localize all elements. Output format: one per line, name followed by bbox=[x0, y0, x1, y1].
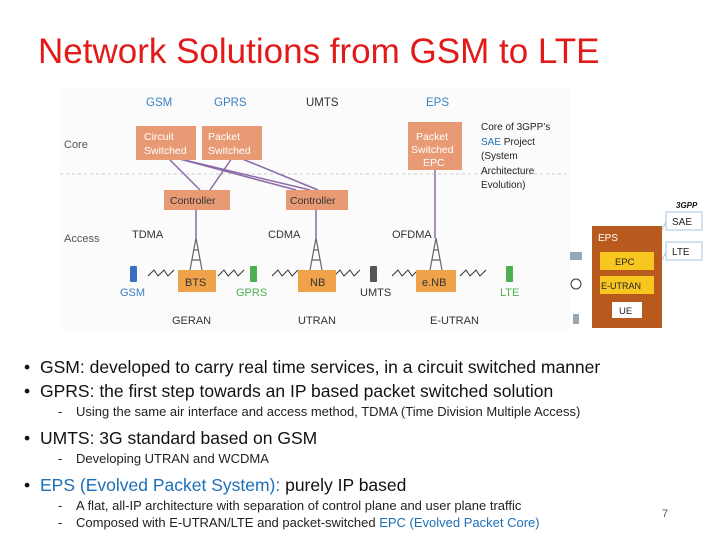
sae-caption: Core of 3GPP’s SAE Project (System Archi… bbox=[481, 121, 571, 194]
caption-line-5: Evolution) bbox=[481, 180, 526, 191]
eps-diagram: 3GPP SAE LTE EPS EPC E-UTRAN UE bbox=[570, 201, 703, 328]
caption-line-1: Core of 3GPP’s bbox=[481, 122, 551, 133]
packet-switched-label-1: Packet bbox=[208, 131, 240, 143]
phone-icon bbox=[573, 314, 579, 324]
row-access: Access bbox=[64, 233, 100, 245]
nb-label: NB bbox=[310, 277, 325, 289]
access-ofdma: OFDMA bbox=[392, 229, 432, 241]
bullet-eps-rest: purely IP based bbox=[280, 475, 407, 495]
column-umts: UMTS bbox=[306, 97, 339, 109]
controller-2-box bbox=[286, 190, 348, 210]
caption-line-2: SAE Project bbox=[481, 136, 571, 151]
access-tdma: TDMA bbox=[132, 229, 164, 241]
ran-eutran: E-UTRAN bbox=[430, 315, 479, 327]
network-evolution-diagram: GSM GPRS UMTS EPS Core Access Circuit Sw… bbox=[60, 88, 570, 330]
epc-box bbox=[408, 122, 462, 170]
epc-label-2: Switched bbox=[411, 144, 454, 156]
ran-utran: UTRAN bbox=[298, 315, 336, 327]
ue-box-small bbox=[612, 302, 642, 318]
bullet-gprs: GPRS: the first step towards an IP based… bbox=[22, 379, 702, 403]
sub-bullet-eps-2-pre: Composed with E-UTRAN/LTE and packet-swi… bbox=[76, 515, 380, 530]
caption-line-4: Architecture bbox=[481, 165, 535, 177]
phone-icon bbox=[250, 266, 257, 282]
bullet-umts: UMTS: 3G standard based on GSM bbox=[22, 426, 702, 450]
ue-label-small: UE bbox=[619, 306, 632, 317]
sub-bullet-eps-2: Composed with E-UTRAN/LTE and packet-swi… bbox=[22, 514, 702, 531]
column-gsm: GSM bbox=[146, 97, 172, 109]
phone-gsm: GSM bbox=[120, 287, 145, 299]
circuit-switched-box bbox=[136, 126, 196, 160]
sub-bullet-umts: Developing UTRAN and WCDMA bbox=[22, 450, 702, 467]
bullet-list: GSM: developed to carry real time servic… bbox=[22, 355, 702, 531]
enb-station bbox=[416, 270, 456, 292]
sub-bullet-eps-2-epc: EPC (Evolved Packet Core) bbox=[379, 515, 540, 530]
antenna-icon bbox=[570, 278, 582, 290]
phone-umts: UMTS bbox=[360, 287, 391, 299]
phone-icon bbox=[130, 266, 137, 282]
phone-icon bbox=[506, 266, 513, 282]
column-eps: EPS bbox=[426, 97, 449, 109]
bts-station bbox=[178, 270, 216, 292]
eutran-box-small bbox=[600, 276, 654, 294]
sae-box bbox=[665, 211, 703, 231]
controller-1-label: Controller bbox=[170, 195, 216, 207]
eps-label: EPS bbox=[598, 233, 618, 244]
caption-sae: SAE bbox=[481, 136, 502, 148]
ran-geran: GERAN bbox=[172, 315, 211, 327]
phone-icons bbox=[130, 266, 513, 282]
controller-1-box bbox=[164, 190, 230, 210]
epc-label-3: EPC bbox=[423, 157, 445, 169]
epc-label-1: Packet bbox=[416, 131, 448, 143]
router-icon bbox=[570, 252, 582, 260]
bullet-gsm: GSM: developed to carry real time servic… bbox=[22, 355, 702, 379]
packet-switched-box bbox=[202, 126, 262, 160]
nb-station bbox=[298, 270, 336, 292]
sub-bullet-gprs: Using the same air interface and access … bbox=[22, 403, 702, 420]
bullet-eps-term: EPS (Evolved Packet System): bbox=[40, 475, 281, 495]
packet-switched-label-2: Switched bbox=[208, 145, 251, 157]
bullet-eps: EPS (Evolved Packet System): purely IP b… bbox=[22, 473, 702, 497]
radio-waves bbox=[147, 269, 487, 277]
circuit-switched-label-2: Switched bbox=[144, 145, 187, 157]
logo-3gpp: 3GPP bbox=[676, 201, 698, 210]
controller-2-label: Controller bbox=[290, 195, 336, 207]
epc-label-small: EPC bbox=[615, 257, 635, 268]
access-cdma: CDMA bbox=[268, 229, 301, 241]
phone-gprs: GPRS bbox=[236, 287, 267, 299]
epc-box-small bbox=[600, 252, 654, 270]
sub-bullet-eps-1: A flat, all-IP architecture with separat… bbox=[22, 497, 702, 514]
bts-label: BTS bbox=[185, 277, 206, 289]
controller-links bbox=[195, 170, 436, 238]
caption-project: Project bbox=[501, 136, 535, 148]
circuit-switched-label-1: Circuit bbox=[144, 131, 174, 143]
sae-label: SAE bbox=[672, 217, 692, 228]
eutran-label-small: E-UTRAN bbox=[601, 281, 641, 291]
lte-box bbox=[665, 241, 703, 261]
enb-label: e.NB bbox=[422, 277, 446, 289]
core-links bbox=[167, 157, 319, 191]
lte-label: LTE bbox=[672, 247, 690, 258]
column-gprs: GPRS bbox=[214, 97, 247, 109]
phone-lte: LTE bbox=[500, 287, 519, 299]
page-number: 7 bbox=[662, 508, 669, 520]
antenna-towers bbox=[189, 237, 443, 271]
row-core: Core bbox=[64, 139, 88, 151]
caption-line-3: (System bbox=[481, 151, 518, 162]
phone-icon bbox=[370, 266, 377, 282]
slide-title: Network Solutions from GSM to LTE bbox=[38, 32, 600, 71]
